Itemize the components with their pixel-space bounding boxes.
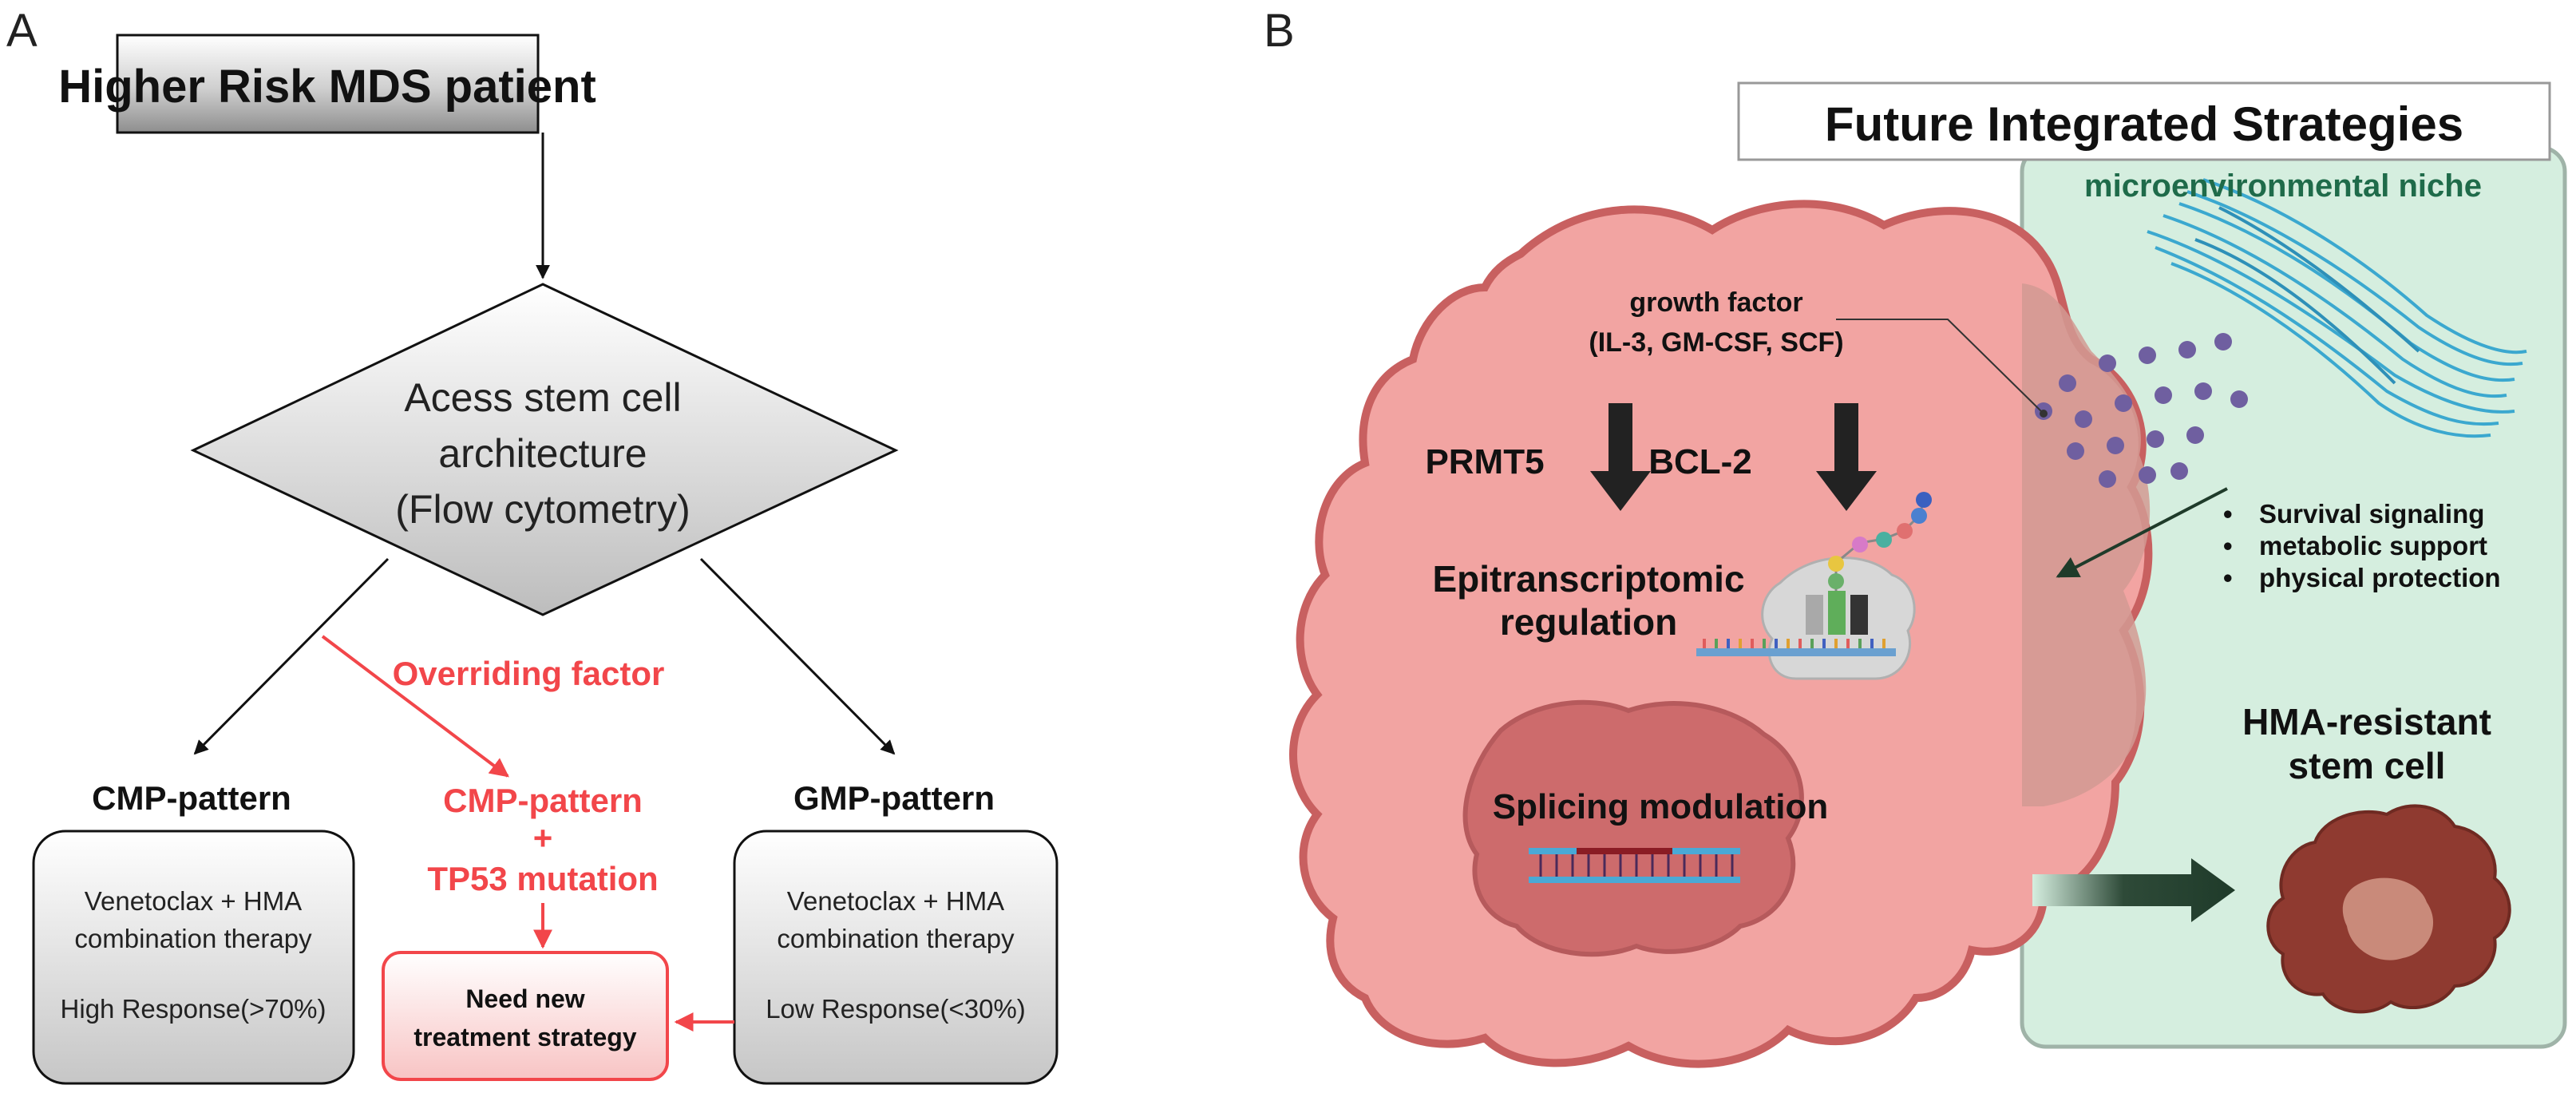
diamond-line-3: (Flow cytometry) bbox=[395, 487, 690, 532]
new-strategy-box bbox=[382, 951, 669, 1081]
gmp-box-line-2: combination therapy bbox=[777, 924, 1015, 953]
resistant-cell-nucleus bbox=[2342, 877, 2434, 960]
panel-b: B bbox=[1264, 5, 2567, 1068]
panel-a: A Higher Risk MDS patient Acess stem cel… bbox=[6, 5, 1058, 1085]
bullet-metabolic: metabolic support bbox=[2259, 531, 2487, 560]
growth-factor-leader bbox=[1836, 319, 2044, 414]
splicing-label: Splicing modulation bbox=[1493, 787, 1828, 826]
epi-line-2: regulation bbox=[1500, 601, 1677, 643]
hma-line-1: HMA-resistant bbox=[2242, 701, 2491, 743]
hma-line-2: stem cell bbox=[2289, 745, 2446, 786]
panel-a-label: A bbox=[6, 5, 38, 57]
new-strategy-line-1: Need new bbox=[465, 984, 584, 1013]
cmp-box-response: High Response(>70%) bbox=[61, 994, 326, 1024]
growth-factor-label: growth factor bbox=[1629, 287, 1802, 318]
bullet-survival: Survival signaling bbox=[2259, 499, 2484, 529]
niche-bullets: • Survival signaling • metabolic support… bbox=[2223, 499, 2501, 592]
collagen-fibers-icon bbox=[2147, 178, 2527, 438]
bullet-dot-2: • bbox=[2223, 531, 2233, 560]
gmp-therapy-box bbox=[733, 830, 1058, 1085]
arrow-to-gmp bbox=[699, 557, 896, 755]
epi-line-1: Epitranscriptomic bbox=[1432, 558, 1744, 600]
cmp-heading: CMP-pattern bbox=[92, 779, 291, 817]
dna-splicing-icon bbox=[1529, 848, 1740, 883]
bullet-physical: physical protection bbox=[2259, 563, 2501, 592]
diamond-line-1: Acess stem cell bbox=[404, 375, 681, 420]
bcl2-down-arrow bbox=[1816, 403, 1877, 511]
title-label: Future Integrated Strategies bbox=[1825, 97, 2463, 151]
new-strategy-line-2: treatment strategy bbox=[414, 1023, 636, 1051]
prmt5-down-arrow bbox=[1590, 403, 1651, 511]
growth-factor-dots bbox=[2035, 333, 2248, 488]
mid-plus: + bbox=[533, 819, 553, 857]
top-box-label: Higher Risk MDS patient bbox=[58, 61, 596, 113]
cell-nucleus bbox=[1462, 699, 1804, 957]
ribosome-rna-icon bbox=[1696, 492, 1932, 680]
gmp-box-response: Low Response(<30%) bbox=[766, 994, 1026, 1024]
bullet-dot-3: • bbox=[2223, 563, 2233, 592]
diamond-line-2: architecture bbox=[438, 431, 647, 476]
bullet-dot-1: • bbox=[2223, 499, 2233, 529]
arrow-to-cmp bbox=[193, 557, 390, 755]
arrow-overriding bbox=[321, 635, 509, 778]
niche-support-arrow bbox=[2056, 487, 2228, 578]
gmp-heading: GMP-pattern bbox=[793, 779, 995, 817]
decision-diamond bbox=[190, 283, 899, 616]
cmp-box-line-1: Venetoclax + HMA bbox=[85, 886, 302, 916]
niche-label: microenvironmental niche bbox=[2084, 168, 2482, 204]
mid-line-1: CMP-pattern bbox=[443, 782, 643, 819]
mid-line-2: TP53 mutation bbox=[427, 860, 658, 897]
title-box bbox=[1737, 81, 2551, 161]
overriding-factor-label: Overriding factor bbox=[393, 655, 665, 692]
bcl2-label: BCL-2 bbox=[1648, 442, 1752, 481]
prmt5-label: PRMT5 bbox=[1425, 442, 1544, 481]
top-box bbox=[116, 34, 540, 134]
panel-b-label: B bbox=[1264, 5, 1295, 57]
gmp-box-line-1: Venetoclax + HMA bbox=[787, 886, 1004, 916]
growth-factor-list: (IL-3, GM-CSF, SCF) bbox=[1589, 327, 1843, 358]
growth-factor-leader-dot bbox=[2040, 410, 2048, 418]
transition-arrow bbox=[2032, 858, 2235, 922]
cmp-box-line-2: combination therapy bbox=[74, 924, 312, 953]
cmp-therapy-box bbox=[32, 830, 355, 1085]
cell-protrusion bbox=[2022, 283, 2151, 806]
